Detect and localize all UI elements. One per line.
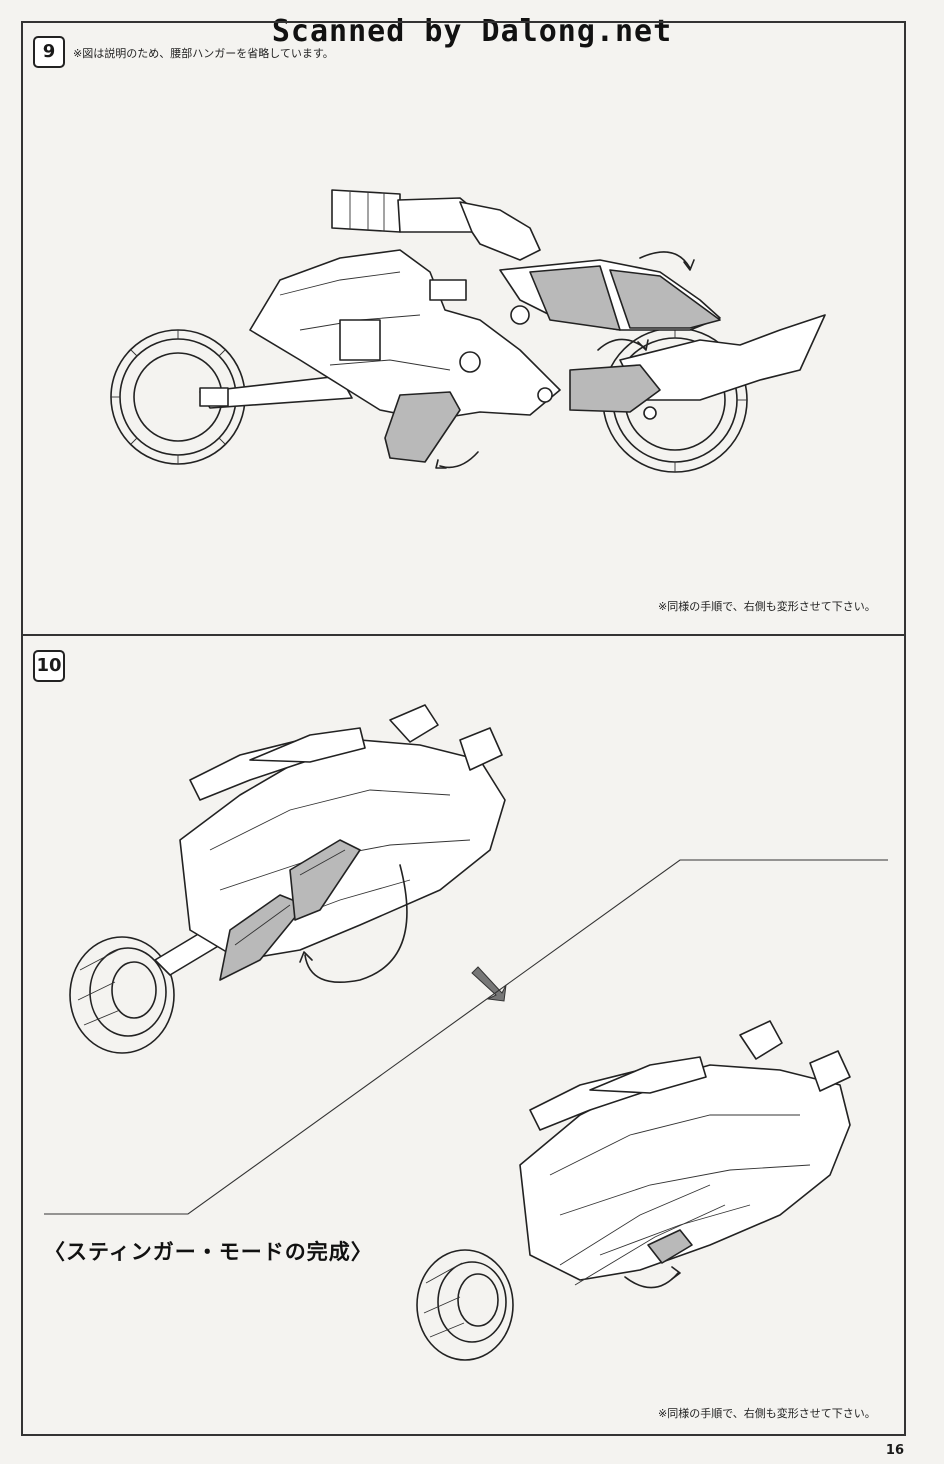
stinger-mode-caption: 〈スティンガー・モードの完成〉 [44, 1240, 373, 1264]
step-9-bottom-note: ※同様の手順で、右側も変形させて下さい。 [658, 600, 876, 613]
scanner-watermark: Scanned by Dalong.net [271, 14, 673, 49]
step-10-number: 10 [33, 650, 65, 682]
step-10-bottom-note: ※同様の手順で、右側も変形させて下さい。 [658, 1407, 876, 1420]
step-10-bike-before-illustration [69, 704, 506, 1054]
instruction-frame [21, 21, 906, 1436]
step-9-number: 9 [33, 36, 65, 68]
step-10-bike-completed-illustration [416, 1020, 851, 1361]
step-9-top-note: ※図は説明のため、腰部ハンガーを省略しています。 [73, 47, 334, 60]
page-number: 16 [885, 1443, 904, 1458]
transition-arrow [471, 966, 507, 1002]
section-divider [21, 634, 906, 636]
step-9-bike-illustration [110, 189, 826, 473]
